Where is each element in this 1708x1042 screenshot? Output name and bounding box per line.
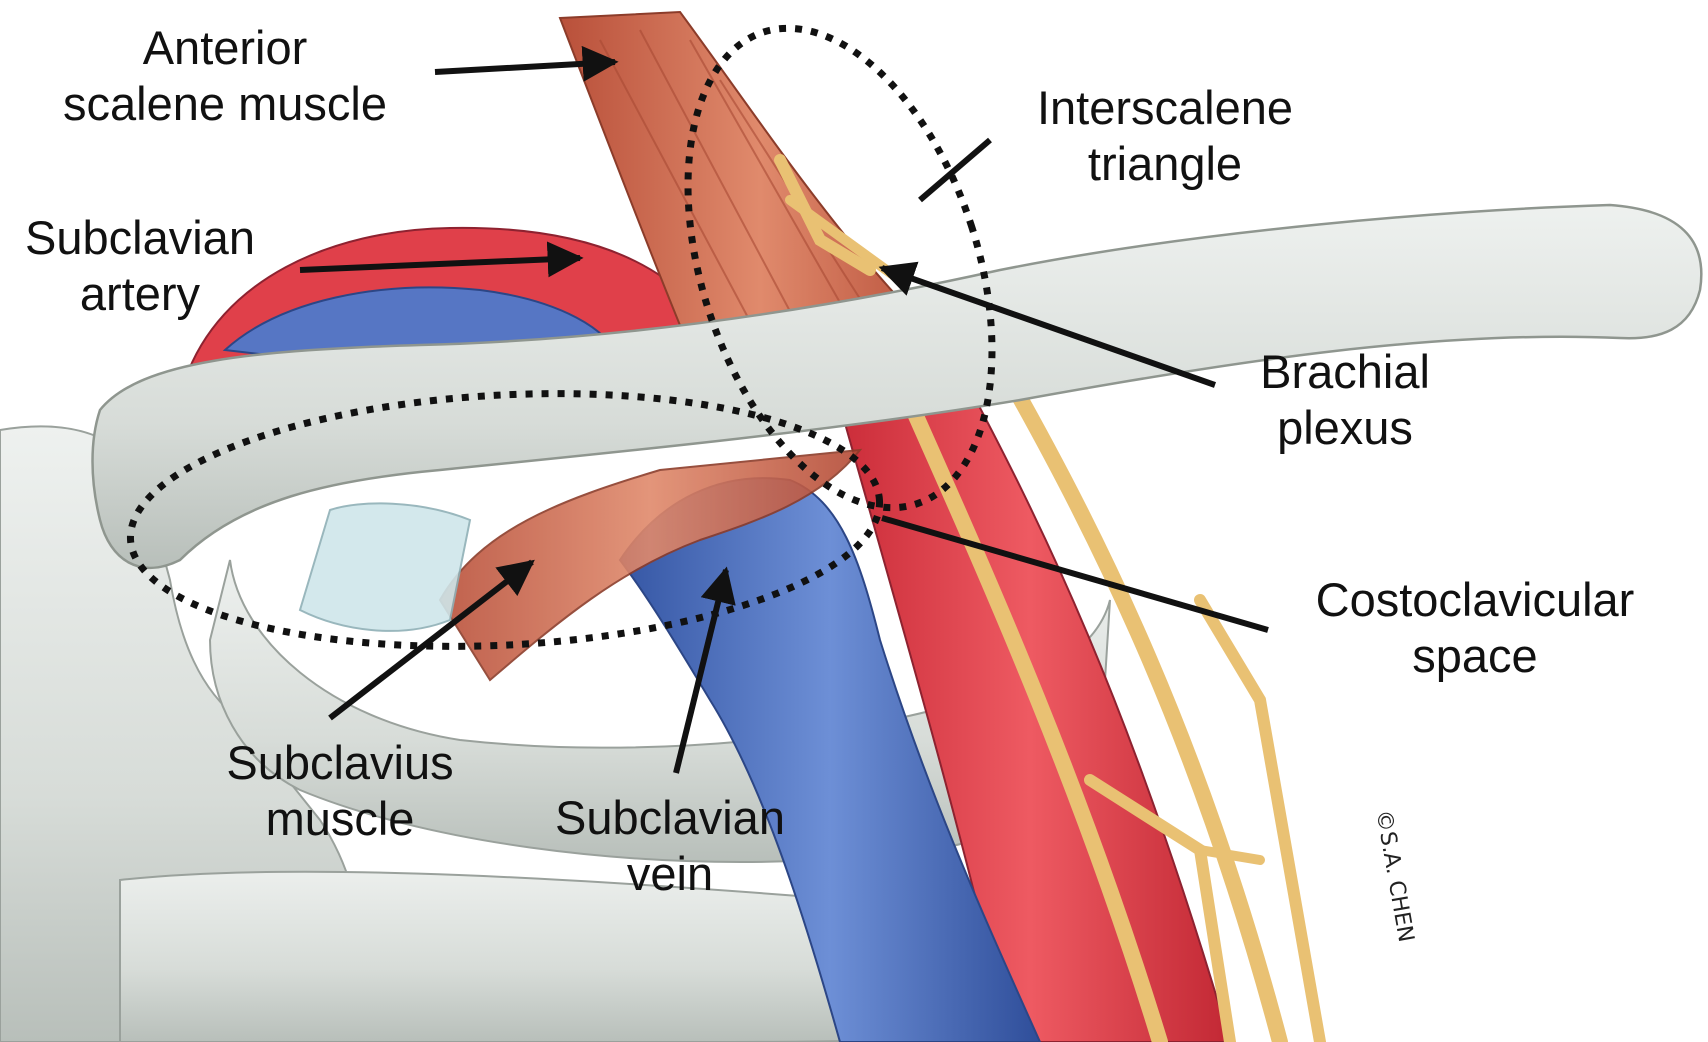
interscalene-triangle-outline [684, 24, 996, 512]
subclavius-label-line2: muscle [265, 792, 415, 845]
subclavian-vein-label: Subclavian vein [520, 790, 820, 902]
brachial-plexus-arrow [878, 261, 1216, 388]
costoclavicular-label-line2: space [1412, 629, 1538, 682]
subclavian-artery-arrow [299, 241, 584, 278]
brachial-plexus-label: Brachial plexus [1225, 344, 1465, 456]
interscalene-arrow [918, 137, 992, 203]
subclavian-vein-arrow [673, 566, 736, 774]
subclavian-artery-label-line1: Subclavian [25, 211, 255, 264]
subclavius-muscle-shape [298, 448, 863, 682]
costoclavicular-label-line1: Costoclavicular [1315, 573, 1635, 626]
anterior-scalene-arrow [434, 45, 619, 82]
subclavius-label-line1: Subclavius [226, 736, 454, 789]
brachial-plexus-label-line2: plexus [1277, 401, 1413, 454]
subclavius-arrow [328, 559, 535, 721]
costoclavicular-arrow [881, 515, 1269, 633]
brachial-plexus-shape [774, 154, 1326, 1042]
anterior-scalene-label-line2: scalene muscle [63, 77, 387, 130]
anterior-scalene-label-line1: Anterior [142, 21, 308, 74]
interscalene-label-line1: Interscalene [1036, 81, 1294, 134]
interscalene-label: Interscalene triangle [1000, 80, 1330, 192]
anterior-scalene-label: Anterior scalene muscle [30, 20, 420, 132]
subclavian-artery-label-line2: artery [79, 267, 201, 320]
costoclavicular-label: Costoclavicular space [1270, 572, 1680, 684]
subclavian-vein-label-line2: vein [626, 847, 714, 900]
brachial-plexus-label-line1: Brachial [1260, 345, 1430, 398]
subclavius-label: Subclavius muscle [190, 735, 490, 847]
subclavian-artery-label: Subclavian artery [0, 210, 280, 322]
clavicle-bone [91, 203, 1703, 570]
costoclavicular-space-outline [126, 390, 884, 650]
subclavian-vein-label-line1: Subclavian [555, 791, 785, 844]
interscalene-label-line2: triangle [1087, 137, 1243, 190]
